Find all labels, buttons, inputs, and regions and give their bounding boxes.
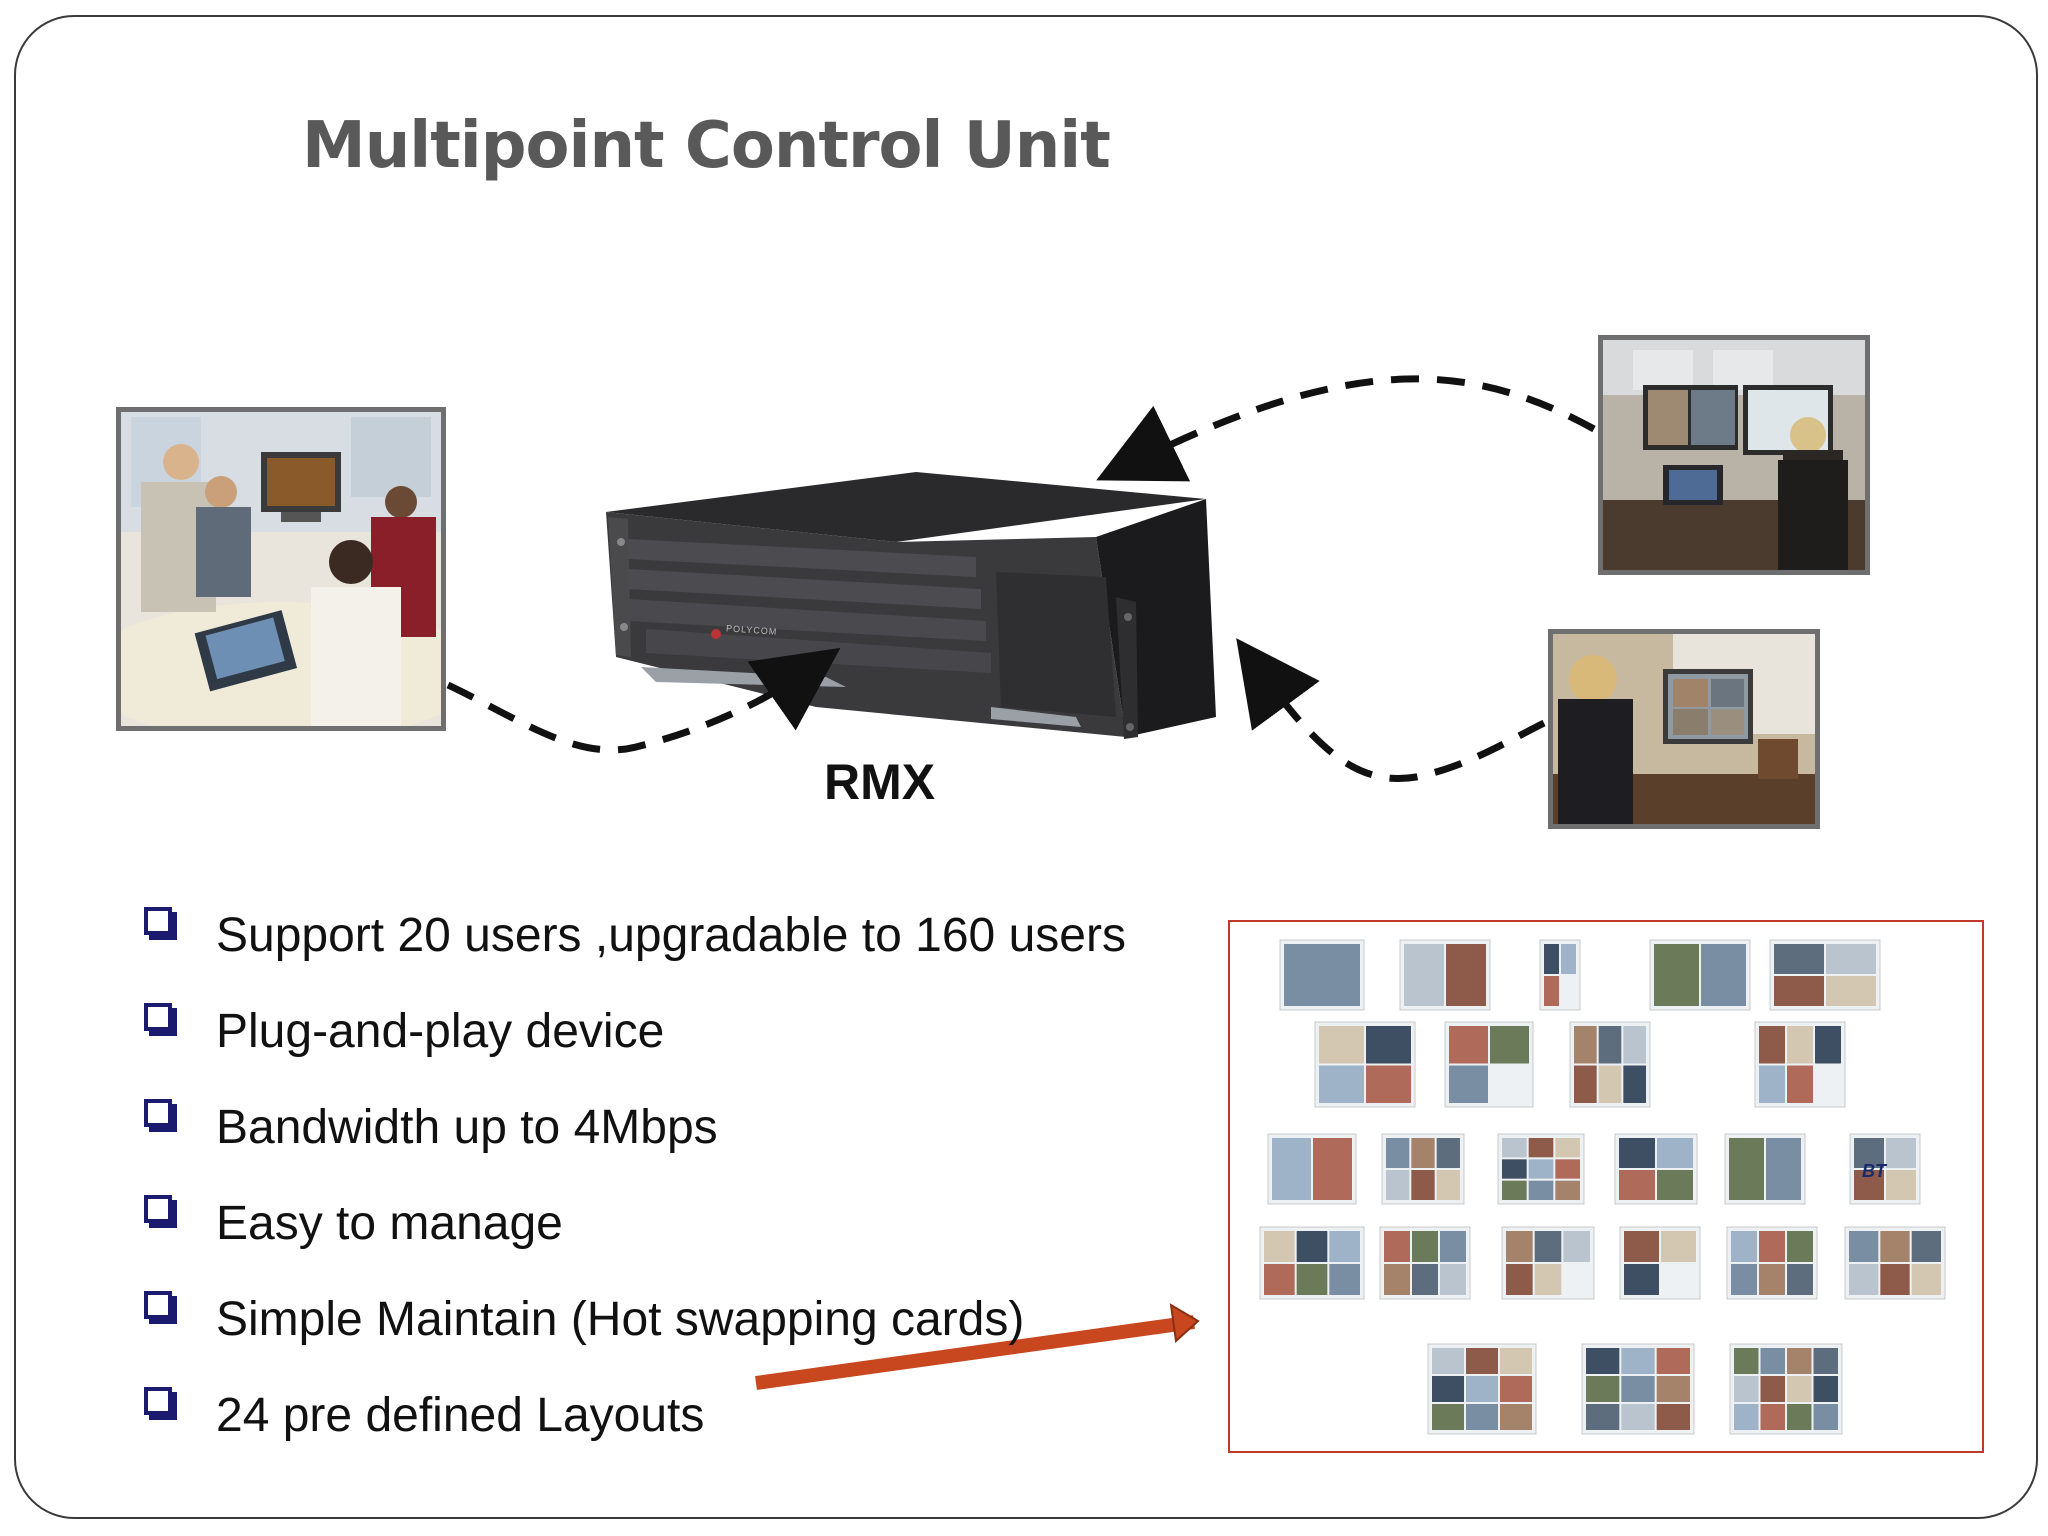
layout-thumbnail [1569, 1021, 1651, 1108]
connection-arrows [446, 375, 1596, 1390]
list-item: Plug-and-play device [136, 983, 1126, 1079]
left-dashed-arrow [446, 647, 841, 754]
layout-thumbnail [1501, 1226, 1595, 1300]
layout-thumbnail [1497, 1133, 1585, 1205]
checkbox-bullet-icon [144, 1003, 172, 1031]
layout-thumbnail [1444, 1021, 1534, 1108]
layout-thumbnail [1314, 1021, 1416, 1108]
layout-thumbnail [1619, 1226, 1701, 1300]
checkbox-bullet-icon [144, 1291, 172, 1319]
list-item: Simple Maintain (Hot swapping cards) [136, 1271, 1126, 1367]
top-right-dashed-arrow [1096, 375, 1596, 482]
layout-thumbnail [1729, 1343, 1843, 1435]
layout-thumbnail [1381, 1133, 1465, 1205]
layout-thumbnail [1724, 1133, 1806, 1205]
layout-thumbnail [1539, 939, 1581, 1011]
slide-title: Multipoint Control Unit [302, 109, 1111, 183]
layout-thumbnail [1614, 1133, 1698, 1205]
slide-frame: Multipoint Control Unit [14, 15, 2038, 1519]
layout-thumbnail [1649, 939, 1751, 1011]
layout-thumbnail [1379, 1226, 1471, 1300]
layout-thumbnail [1399, 939, 1491, 1011]
layout-thumbnail [1726, 1226, 1818, 1300]
layout-thumbnail [1769, 939, 1881, 1011]
list-item: Support 20 users ,upgradable to 160 user… [136, 887, 1126, 983]
list-item: Easy to manage [136, 1175, 1126, 1271]
checkbox-bullet-icon [144, 1387, 172, 1415]
rmx-label: RMX [824, 754, 936, 810]
checkbox-bullet-icon [144, 907, 172, 935]
list-item: 24 pre defined Layouts [136, 1367, 1126, 1463]
layout-thumbnail [1581, 1343, 1695, 1435]
list-item: Bandwidth up to 4Mbps [136, 1079, 1126, 1175]
bt-logo-text: BT [1862, 1161, 1886, 1181]
conference-room-photo [116, 407, 446, 731]
layout-thumbnail [1754, 1021, 1846, 1108]
layout-thumbnails [1259, 939, 1946, 1435]
layout-thumbnail [1427, 1343, 1537, 1435]
feature-list: Support 20 users ,upgradable to 160 user… [136, 887, 1126, 1463]
layouts-pointer-arrow [755, 1315, 1195, 1390]
layout-thumbnail [1844, 1226, 1946, 1300]
desk-videoconference-photo [1598, 335, 1870, 575]
layout-thumbnail [1267, 1133, 1357, 1205]
layouts-collage: BT [1228, 920, 1984, 1453]
rmx-device-graphic [606, 472, 1216, 739]
checkbox-bullet-icon [144, 1099, 172, 1127]
woman-videoconference-photo [1548, 629, 1820, 829]
layout-thumbnail [1259, 1226, 1365, 1300]
layout-thumbnail [1849, 1133, 1921, 1205]
layout-thumbnail [1279, 939, 1365, 1011]
checkbox-bullet-icon [144, 1195, 172, 1223]
bottom-right-dashed-arrow [1236, 638, 1546, 782]
